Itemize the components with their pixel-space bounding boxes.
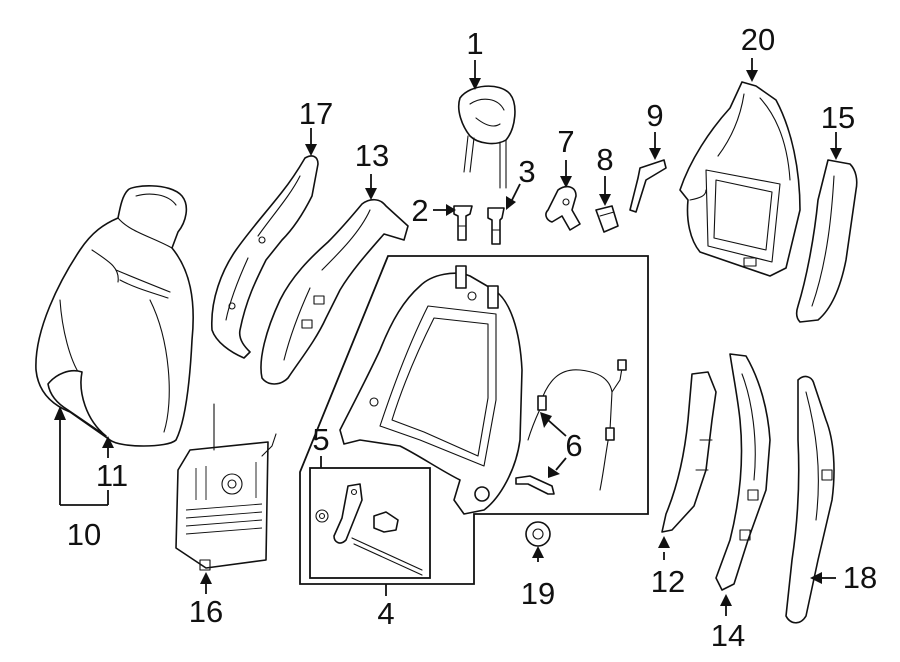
side-pad-part xyxy=(795,159,858,323)
rear-panel-part xyxy=(679,81,801,277)
leader-lines xyxy=(54,58,842,616)
callout-15: 15 xyxy=(821,100,855,135)
callout-4: 4 xyxy=(377,596,394,631)
callout-9: 9 xyxy=(646,98,663,133)
callout-10: 10 xyxy=(67,517,101,552)
callout-14: 14 xyxy=(711,618,745,653)
callout-1: 1 xyxy=(466,26,483,61)
callout-7: 7 xyxy=(557,124,574,159)
trim-part-18 xyxy=(785,375,835,624)
release-cable-part xyxy=(527,359,627,491)
trim-part-12 xyxy=(661,371,717,533)
callout-6: 6 xyxy=(565,428,582,463)
callout-5: 5 xyxy=(312,422,329,457)
guide-sleeve-part-3 xyxy=(487,207,505,245)
handle-part xyxy=(629,159,667,213)
hardware-group-box xyxy=(309,467,431,579)
callout-20: 20 xyxy=(741,22,775,57)
seat-back-frame-part xyxy=(339,265,523,515)
trim-part-14 xyxy=(715,353,771,591)
side-trim-part-13 xyxy=(260,198,409,385)
callout-8: 8 xyxy=(596,142,613,177)
seat-back-cover-part xyxy=(35,185,194,447)
release-lever-part xyxy=(545,185,581,231)
callout-3: 3 xyxy=(518,154,535,189)
callout-17: 17 xyxy=(299,96,333,131)
frame-assembly-group-box xyxy=(299,255,649,585)
cap-part xyxy=(595,205,619,233)
callout-13: 13 xyxy=(355,138,389,173)
pin-part xyxy=(515,475,555,495)
callout-19: 19 xyxy=(521,576,555,611)
guide-sleeve-part-2 xyxy=(453,205,473,241)
callout-18: 18 xyxy=(843,560,877,595)
callout-2: 2 xyxy=(411,193,428,228)
callout-11: 11 xyxy=(96,458,128,493)
callout-16: 16 xyxy=(189,594,223,629)
recliner-hardware-part xyxy=(315,483,423,576)
callout-labels: 1 2 3 4 5 6 7 8 9 10 11 12 13 14 15 16 1… xyxy=(67,22,877,653)
support-mat-part xyxy=(175,403,277,571)
grommet-part xyxy=(525,521,551,547)
headrest-guide-part xyxy=(457,85,516,189)
callout-12: 12 xyxy=(651,564,685,599)
side-trim-part-17 xyxy=(211,155,319,359)
